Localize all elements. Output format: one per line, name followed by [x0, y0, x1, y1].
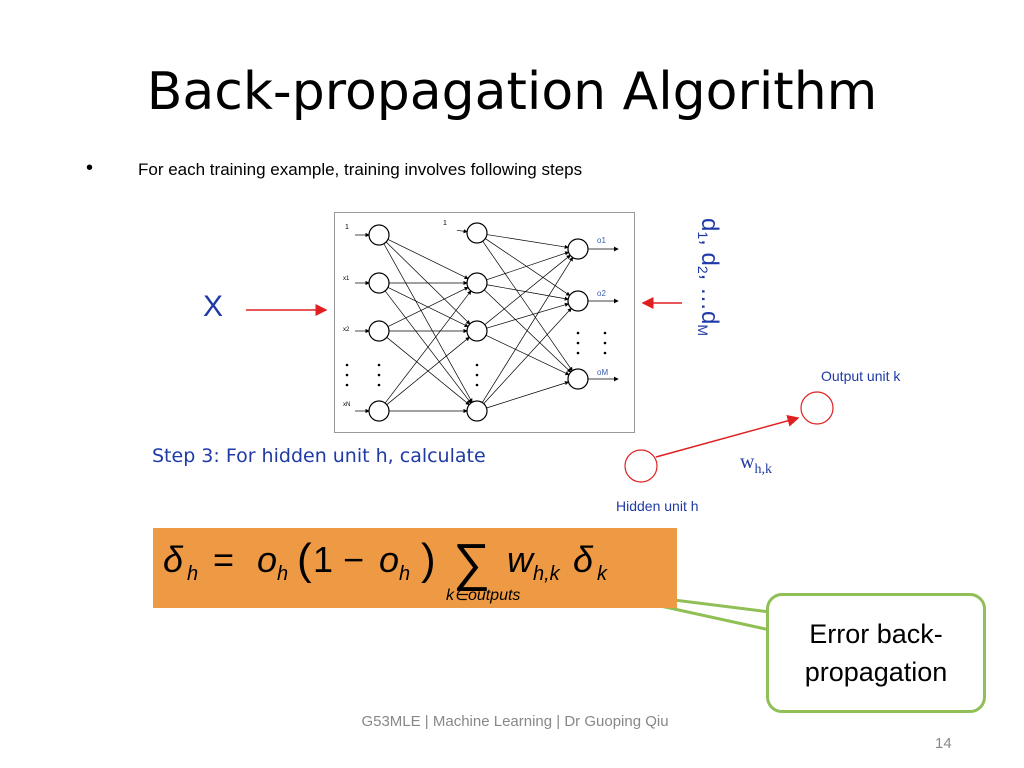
d2-label: d	[696, 252, 723, 266]
hidden-node	[466, 320, 488, 342]
output-label-o1: o1	[597, 236, 606, 245]
slide-title: Back-propagation Algorithm	[146, 62, 878, 122]
ellipsis-dot	[377, 373, 381, 377]
input-hidden-edge	[386, 336, 470, 405]
output-node	[567, 238, 589, 260]
ellipsis-dot	[576, 341, 580, 345]
formula-sigma: ∑	[453, 534, 490, 592]
ellipsis-dot	[475, 363, 479, 367]
dm-label: …d	[696, 287, 723, 325]
input-label-x2: x2	[343, 327, 350, 333]
ellipsis-dot	[345, 383, 349, 387]
ellipsis-dot	[345, 363, 349, 367]
input-hidden-edge	[387, 239, 469, 279]
delta-formula-box: δ h = o h ( 1 − o h ) ∑ k∈outputs w h,k …	[153, 528, 677, 608]
hidden-output-edge	[485, 238, 571, 296]
output-node	[567, 290, 589, 312]
weight-label: wh,k	[740, 451, 772, 478]
bullet-marker: •	[86, 157, 94, 179]
formula-w: w	[507, 539, 535, 580]
desired-outputs-label: d1, d2, …dM	[695, 218, 723, 337]
output-node	[567, 368, 589, 390]
input-label-x1: x1	[343, 276, 350, 282]
ellipsis-dot	[377, 383, 381, 387]
output-label-om: oM	[597, 368, 608, 377]
input-label-1: 1	[345, 224, 349, 231]
formula-o2: o	[379, 539, 399, 580]
input-node	[368, 320, 390, 342]
hidden-node	[466, 272, 488, 294]
delta-formula: δ h = o h ( 1 − o h ) ∑ k∈outputs w h,k …	[163, 534, 608, 604]
d1-subscript: 1	[695, 231, 712, 240]
hidden-output-edge	[486, 251, 570, 281]
formula-o: o	[257, 539, 277, 580]
hidden-output-edge	[481, 256, 574, 403]
footer-course: G53MLE | Machine Learning | Dr Guoping Q…	[361, 713, 669, 730]
hidden-output-edge	[485, 334, 570, 376]
input-hidden-edge	[384, 290, 472, 404]
input-hidden-edge	[387, 287, 469, 327]
network-svg: 1 x1 x2 xN 1 o1 o2 oM	[343, 220, 619, 422]
ellipsis-dot	[576, 331, 580, 335]
formula-lparen: (	[297, 535, 312, 584]
neural-network-diagram: 1 x1 x2 xN 1 o1 o2 oM	[334, 212, 635, 433]
formula-equals: =	[213, 539, 234, 580]
ellipsis-dot	[475, 373, 479, 377]
dm-subscript: M	[695, 324, 712, 337]
output-unit-circle	[800, 391, 834, 425]
formula-sum-subscript: k∈outputs	[446, 587, 520, 604]
input-node	[368, 272, 390, 294]
input-node	[368, 400, 390, 422]
ellipsis-dot	[603, 351, 607, 355]
input-x-label: X	[203, 290, 224, 323]
output-label-o2: o2	[597, 289, 606, 298]
input-label-xn: xN	[343, 402, 350, 408]
hidden-output-edge	[482, 241, 573, 372]
formula-delta: δ	[163, 539, 184, 580]
ellipsis-dot	[603, 341, 607, 345]
d1-label: d	[696, 218, 723, 232]
hidden-label-1: 1	[443, 220, 447, 227]
hidden-output-edge	[486, 302, 570, 329]
ellipsis-dot	[603, 331, 607, 335]
hidden-node	[466, 222, 488, 244]
output-unit-label: Output unit k	[821, 368, 901, 384]
ellipsis-dot	[377, 363, 381, 367]
hidden-output-edge	[486, 381, 570, 409]
ellipsis-dot	[475, 383, 479, 387]
hidden-unit-label: Hidden unit h	[616, 498, 699, 514]
hidden-bias-lead	[456, 229, 468, 234]
formula-rparen: )	[421, 535, 436, 584]
ellipsis-dot	[345, 373, 349, 377]
formula-one-minus: 1 −	[313, 539, 364, 580]
hidden-output-edge	[486, 234, 569, 249]
input-hidden-edge	[383, 243, 473, 403]
weight-arrow	[655, 414, 800, 458]
callout-text: Error back-propagation	[804, 619, 948, 687]
d2-subscript: 2	[695, 265, 712, 274]
weight-subscript: h,k	[754, 462, 772, 477]
input-node	[368, 224, 390, 246]
formula-sub-h: h	[187, 563, 198, 585]
hidden-output-edge	[484, 254, 571, 325]
weight-symbol: w	[740, 451, 755, 473]
hidden-unit-circle	[624, 449, 658, 483]
hidden-output-edge	[484, 289, 572, 373]
formula-w-sub: h,k	[533, 563, 561, 585]
hidden-output-edge	[483, 307, 572, 404]
error-backprop-callout: Error back-propagation	[766, 593, 986, 713]
formula-delta-k: δ	[573, 539, 594, 580]
formula-o-sub: h	[277, 563, 288, 585]
bullet-text: For each training example, training invo…	[138, 160, 583, 179]
hidden-output-edge	[486, 284, 569, 301]
page-number: 14	[935, 735, 952, 752]
ellipsis-dot	[576, 351, 580, 355]
formula-o2-sub: h	[399, 563, 410, 585]
formula-delta-k-sub: k	[597, 563, 608, 585]
hidden-node	[466, 400, 488, 422]
step3-text: Step 3: For hidden unit h, calculate	[152, 445, 486, 467]
